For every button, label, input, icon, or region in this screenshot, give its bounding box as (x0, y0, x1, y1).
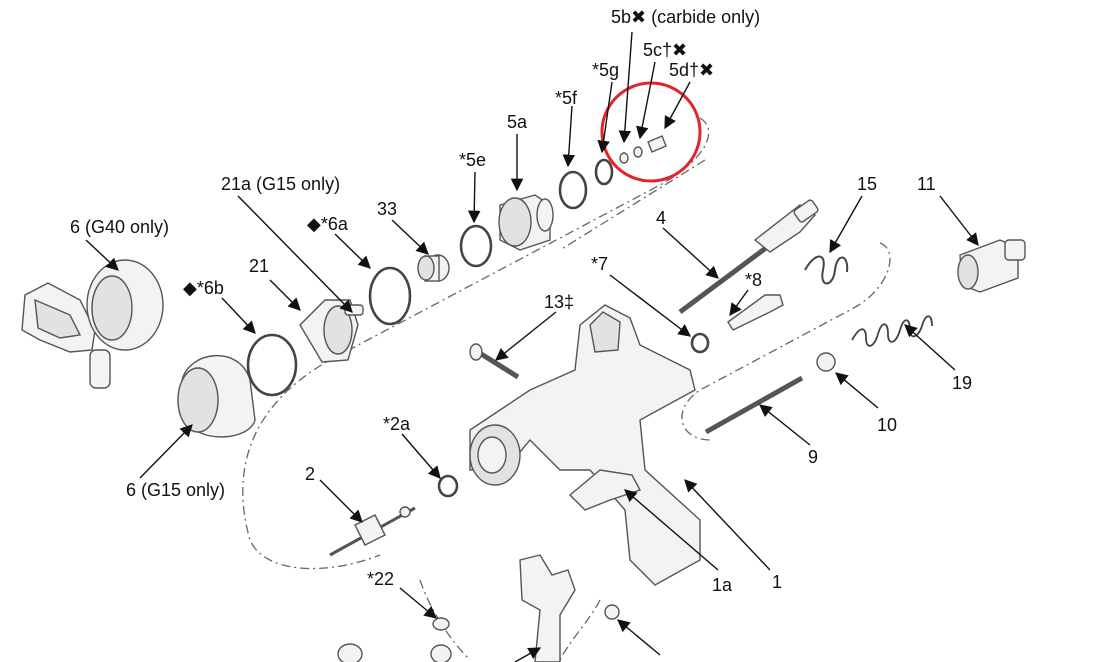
part-6-g40-guard (21, 259, 164, 389)
part-6a-ring (368, 266, 412, 326)
label-2a: *2a (383, 414, 411, 434)
part-lower-left-a (337, 643, 363, 662)
label-1: 1 (772, 572, 782, 592)
part-5f-ring (558, 170, 588, 210)
part-5c (633, 146, 643, 158)
label-5b: 5b✖ (carbide only) (611, 7, 760, 27)
part-9-rod (704, 375, 804, 435)
leader-arrows (85, 31, 979, 662)
part-7-ring (690, 332, 710, 354)
part-6b-ring (246, 333, 298, 397)
part-5e-ring (459, 224, 493, 268)
label-5a: 5a (507, 112, 528, 132)
part-1-gun-body (469, 304, 701, 586)
label-15: 15 (857, 174, 877, 194)
label-11: 11 (917, 174, 936, 194)
callout-labels: 5b✖ (carbide only) 5c†✖ 5d†✖ *5g *5f 5a … (70, 7, 972, 595)
label-6-g40: 6 (G40 only) (70, 217, 169, 237)
highlight-circle (600, 81, 702, 183)
part-5d (647, 135, 667, 153)
label-6a: ◆*6a (307, 214, 349, 234)
label-13: 13‡ (544, 292, 574, 312)
part-8 (727, 294, 784, 331)
part-2-valve (329, 506, 416, 557)
part-2a-ring (437, 474, 459, 498)
part-13-pin (469, 343, 520, 380)
part-11 (957, 239, 1026, 293)
part-22 (432, 617, 450, 631)
part-4-needle (678, 199, 819, 315)
label-10: 10 (877, 415, 897, 435)
label-5f: *5f (555, 88, 578, 108)
part-1a-trigger (568, 469, 642, 511)
label-5d: 5d†✖ (669, 60, 714, 80)
part-bracket-lower (519, 554, 576, 662)
label-19: 19 (952, 373, 972, 393)
part-5g-ring (594, 158, 614, 186)
part-15-spring (804, 255, 849, 285)
label-6b: ◆*6b (183, 278, 224, 298)
part-lower-left-b (430, 644, 452, 662)
label-4: 4 (656, 208, 666, 228)
part-10-ball (816, 352, 836, 372)
label-8: *8 (745, 270, 762, 290)
part-small-washer (604, 604, 620, 620)
label-6-g15: 6 (G15 only) (126, 480, 225, 500)
label-5e: *5e (459, 150, 486, 170)
label-22: *22 (367, 569, 394, 589)
label-9: 9 (808, 447, 818, 467)
part-5b (619, 152, 629, 164)
parts (21, 135, 1026, 662)
part-21-tip (299, 299, 364, 363)
label-2: 2 (305, 464, 315, 484)
label-7: *7 (591, 254, 608, 274)
label-1a: 1a (712, 575, 733, 595)
label-21a: 21a (G15 only) (221, 174, 340, 194)
assembly-path-lines (242, 117, 891, 661)
part-6-g15-guard (177, 354, 256, 438)
part-33 (417, 254, 450, 282)
part-19-spring (851, 315, 933, 347)
label-5g: *5g (592, 60, 619, 80)
label-5c: 5c†✖ (643, 40, 687, 60)
label-21: 21 (249, 256, 269, 276)
part-5a-housing (498, 194, 554, 251)
label-33: 33 (377, 199, 397, 219)
